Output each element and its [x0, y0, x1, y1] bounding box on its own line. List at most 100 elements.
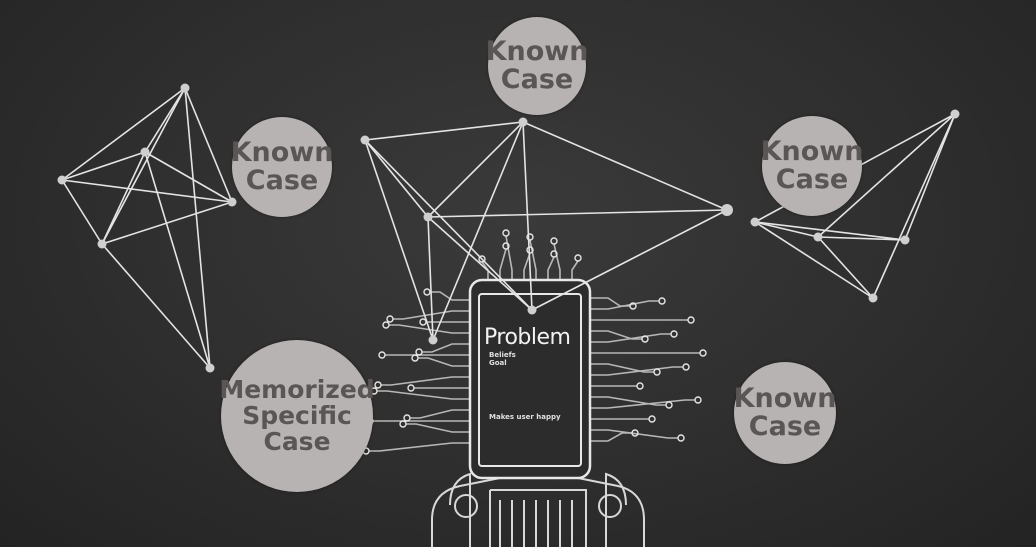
circuit-trace: [590, 330, 642, 340]
circuit-node: [502, 229, 510, 237]
network-edge-center: [427, 121, 524, 218]
circuit-node: [419, 318, 427, 326]
network-edge-left: [61, 179, 103, 245]
circuit-trace: [590, 363, 654, 373]
network-edge-left: [144, 151, 211, 369]
network-node-left: [227, 197, 237, 207]
known-case-bubble-left: Known Case: [231, 117, 333, 217]
network-node-center: [428, 335, 438, 345]
network-edge-center: [427, 216, 533, 311]
circuit-trace: [406, 423, 470, 433]
network-edge-right: [754, 221, 906, 241]
circuit-trace: [529, 239, 537, 280]
network-node-left: [140, 147, 150, 157]
network-edge-left: [101, 201, 233, 245]
circuit-node: [636, 382, 644, 390]
circuit-trace: [389, 324, 470, 334]
network-node-center: [423, 212, 433, 222]
known-case-bubble-right: Known Case: [761, 116, 863, 216]
network-node-right: [813, 232, 823, 242]
network-edge-left: [184, 87, 233, 203]
circuit-trace: [590, 396, 666, 406]
circuit-node: [403, 414, 411, 422]
circuit-node: [399, 420, 407, 428]
circuit-trace: [418, 357, 470, 367]
network-edge-left: [61, 151, 146, 181]
network-edge-center: [522, 121, 533, 311]
problem-goal-label: Goal: [489, 359, 507, 367]
network-node-left: [97, 239, 107, 249]
network-edge-center: [531, 209, 728, 311]
problem-title: Problem: [484, 325, 571, 350]
circuit-node: [378, 351, 386, 359]
network-edge-center: [364, 139, 429, 218]
circuit-node: [631, 429, 639, 437]
circuit-node: [641, 335, 649, 343]
memorized-specific-case-bubble: Memorized Specific Case: [219, 340, 375, 492]
circuit-trace: [505, 235, 513, 280]
network-edge-left: [101, 151, 146, 245]
network-edge-center: [364, 139, 533, 311]
circuit-trace: [590, 333, 671, 343]
network-node-right: [950, 109, 960, 119]
network-edge-left: [101, 243, 211, 369]
network-node-left: [180, 83, 190, 93]
problem-beliefs-label: Beliefs: [489, 351, 516, 359]
network-edge-right: [817, 236, 906, 241]
circuit-node: [682, 363, 690, 371]
phone-device-graphic: [468, 278, 592, 480]
circuit-trace: [377, 390, 470, 400]
circuit-node: [699, 349, 707, 357]
circuit-trace: [571, 260, 579, 280]
circuit-node: [407, 384, 415, 392]
circuit-node: [478, 255, 486, 263]
circuit-trace: [590, 432, 632, 442]
circuit-trace: [393, 310, 470, 320]
circuit-node: [648, 415, 656, 423]
circuit-node: [502, 242, 510, 250]
network-node-right: [900, 235, 910, 245]
network-edge-center: [427, 216, 434, 341]
circuit-trace: [381, 376, 470, 386]
circuit-trace: [369, 442, 470, 452]
network-edge-center: [427, 209, 728, 218]
network-edge-left: [61, 179, 233, 203]
network-node-left: [205, 363, 215, 373]
circuit-node: [386, 315, 394, 323]
network-edge-center: [364, 139, 434, 341]
circuit-node: [694, 396, 702, 404]
network-edge-center: [522, 121, 728, 211]
network-edge-left: [61, 87, 186, 181]
circuit-node: [665, 401, 673, 409]
network-edge-right: [904, 113, 956, 241]
network-edge-right: [817, 113, 956, 238]
circuit-node: [411, 354, 419, 362]
circuit-node: [670, 330, 678, 338]
circuit-node: [423, 288, 431, 296]
network-edge-right: [754, 221, 874, 299]
network-edge-right: [872, 113, 956, 299]
network-node-center: [360, 135, 370, 145]
circuit-node: [550, 237, 558, 245]
circuit-node: [653, 368, 661, 376]
circuit-node: [382, 321, 390, 329]
circuit-trace: [590, 366, 683, 376]
known-case-bubble-top: Known Case: [486, 17, 588, 115]
circuit-node: [658, 297, 666, 305]
robot-base-graphic: [431, 472, 645, 547]
circuit-trace: [590, 300, 659, 310]
circuit-node: [574, 254, 582, 262]
network-node-right: [868, 293, 878, 303]
problem-footer-text: Makes user happy: [489, 413, 561, 421]
known-case-bubble-bottom-right: Known Case: [734, 362, 836, 464]
circuit-trace: [547, 256, 555, 280]
circuit-node: [374, 381, 382, 389]
circuit-node: [550, 250, 558, 258]
network-node-left: [57, 175, 67, 185]
circuit-node: [677, 434, 685, 442]
network-node-center: [721, 204, 733, 216]
network-edge-left: [101, 87, 186, 245]
